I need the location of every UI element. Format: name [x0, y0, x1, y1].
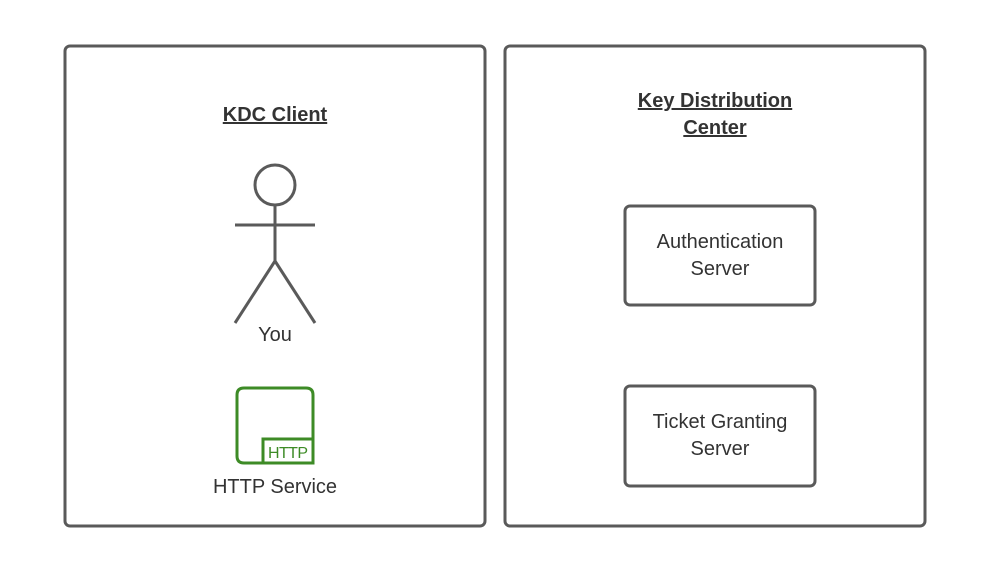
kdc-container: Key Distribution Center Authentication S…	[503, 44, 927, 528]
http-service-icon: HTTP	[235, 386, 315, 465]
kdc-title-line1: Key Distribution	[638, 90, 792, 112]
authentication-server-box: Authentication Server	[623, 204, 817, 307]
user-actor-icon	[233, 163, 317, 324]
ticket-granting-server-box: Ticket Granting Server	[623, 384, 817, 488]
kdc-client-container: KDC Client You HTTP HTTP Service	[63, 44, 487, 528]
http-badge: HTTP	[268, 445, 308, 462]
tgs-label-1: Ticket Granting	[653, 411, 788, 433]
kdc-title-line2: Center	[683, 117, 747, 139]
http-service-label: HTTP Service	[213, 476, 337, 498]
auth-server-label-2: Server	[691, 258, 750, 280]
kdc-client-title: KDC Client	[223, 104, 328, 126]
user-label: You	[258, 324, 292, 346]
tgs-label-2: Server	[691, 438, 750, 460]
auth-server-label-1: Authentication	[657, 231, 784, 253]
